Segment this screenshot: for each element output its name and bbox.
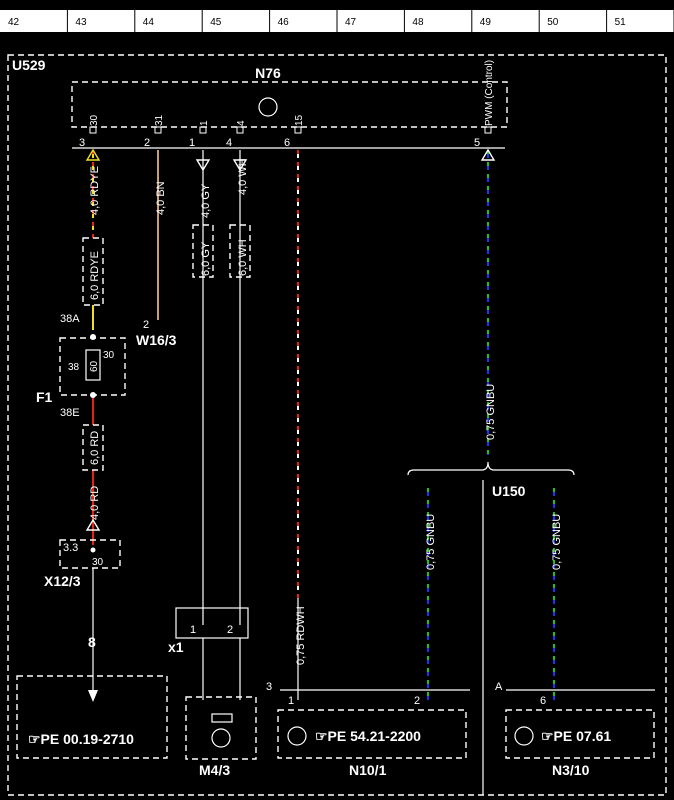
m4-name: M4/3 <box>199 762 230 778</box>
splice-rd <box>82 424 104 471</box>
wire-label-rdye-6: 6,0 RDYE <box>89 251 101 300</box>
wire-label-rd-4: 4,0 RD <box>89 486 101 520</box>
n76-pin-terminal <box>294 126 302 134</box>
wire-label-wh-4: 4,0 WH <box>237 158 249 195</box>
wire-gnbu-main[interactable] <box>480 148 496 455</box>
n76-pin-terminal <box>484 126 492 134</box>
n76-pin-term: 4 <box>236 120 247 126</box>
n10-pin-b: 2 <box>414 695 420 707</box>
ref-left-text: ☞PE 00.19-2710 <box>28 731 134 747</box>
n76-pin-number: 4 <box>226 137 232 149</box>
control-unit-n76[interactable]: N76 <box>71 65 508 149</box>
n76-pin-terminal <box>236 126 244 134</box>
n3-conn: A <box>495 681 503 693</box>
grid-number: 46 <box>278 17 290 28</box>
n76-pin-number: 6 <box>284 137 290 149</box>
n10-ref: ☞PE 54.21-2200 <box>315 728 421 744</box>
module-n3[interactable] <box>505 689 655 759</box>
grid-number: 45 <box>210 17 222 28</box>
f1-top: 38A <box>60 313 80 325</box>
n76-pin-term: PWM (Control) <box>484 60 495 126</box>
grid-number: 47 <box>345 17 357 28</box>
grid-number: 50 <box>547 17 559 28</box>
module-n10[interactable] <box>277 689 470 759</box>
wire-label-gy-4: 4,0 GY <box>200 183 212 218</box>
n76-pin-term: 31 <box>154 114 165 126</box>
x12-name: X12/3 <box>44 573 81 589</box>
n10-name: N10/1 <box>349 762 387 778</box>
n3-ref: ☞PE 07.61 <box>541 728 611 744</box>
connector-x12[interactable] <box>59 539 121 569</box>
f1-name: F1 <box>36 389 53 405</box>
module-label-u150: U150 <box>492 483 526 499</box>
module-frame-u529 <box>7 54 667 796</box>
wire-label-gnbu-n10: 0,75 GNBU <box>425 514 437 570</box>
wire-label-rdwh: 0,75 RDWH <box>295 606 307 665</box>
grid-number: 48 <box>412 17 424 28</box>
grid-number: 43 <box>75 17 87 28</box>
wire-label-rd-6: 6,0 RD <box>89 431 101 465</box>
wire-8-label: 8 <box>88 634 96 650</box>
grid-header: 42 43 44 45 46 47 48 49 50 51 <box>0 10 674 32</box>
splice-wh <box>229 224 251 278</box>
splice-rdye <box>82 237 104 306</box>
n76-label: N76 <box>255 65 281 81</box>
wire-label-rdye-4: 4,0 RDYE <box>89 166 101 215</box>
w16-name: W16/3 <box>136 332 177 348</box>
split-bracket <box>407 461 575 476</box>
f1-left: 38 <box>68 362 80 373</box>
w16-pin: 2 <box>143 319 149 331</box>
f1-right: 30 <box>103 350 115 361</box>
n76-pin-number: 1 <box>189 137 195 149</box>
module-label-u529: U529 <box>12 57 46 73</box>
f1-rating: 60 <box>89 360 100 372</box>
wire-label-gnbu-n3: 0,75 GNBU <box>551 514 563 570</box>
x12-pin-b: 30 <box>92 557 104 568</box>
n76-pin-terminal <box>89 126 97 134</box>
x1-pin1: 1 <box>190 624 196 636</box>
wire-gy[interactable] <box>195 150 211 625</box>
x12-pin-a: 3.3 <box>63 542 78 554</box>
n76-pin-term: 15 <box>294 114 305 126</box>
wire-label-wh-6: 6,0 WH <box>237 239 249 276</box>
x1-pin2: 2 <box>227 624 233 636</box>
wire-rdye[interactable] <box>85 148 101 545</box>
wire-label-gnbu-main: 0,75 GNBU <box>485 384 497 440</box>
f1-bottom: 38E <box>60 407 80 419</box>
n3-name: N3/10 <box>552 762 590 778</box>
grid-number: 49 <box>480 17 492 28</box>
n76-pin-terminal <box>199 126 207 134</box>
grid-number: 42 <box>8 17 20 28</box>
n3-pin: 6 <box>540 695 546 707</box>
n76-pin-term: 1 <box>199 120 210 126</box>
fuse-f1[interactable] <box>59 334 126 398</box>
grid-number: 51 <box>615 17 627 28</box>
n10-conn: 3 <box>266 681 272 693</box>
wire-label-gy-6: 6,0 GY <box>200 241 212 276</box>
n76-pin-term: 30 <box>89 114 100 126</box>
n76-pin-number: 5 <box>474 137 480 149</box>
wire-label-bn: 4,0 BN <box>155 181 167 215</box>
wire-wh[interactable] <box>232 150 248 625</box>
x1-name: x1 <box>168 639 184 655</box>
grid-number: 44 <box>143 17 155 28</box>
motor-m4[interactable] <box>185 696 257 760</box>
ref-box-left[interactable] <box>16 675 168 759</box>
splice-gy <box>192 224 214 278</box>
connector-x1[interactable] <box>175 607 249 639</box>
n76-pin-number: 2 <box>144 137 150 149</box>
n10-pin-a: 1 <box>288 695 294 707</box>
n76-pin-number: 3 <box>79 137 85 149</box>
n76-pin-terminal <box>154 126 162 134</box>
